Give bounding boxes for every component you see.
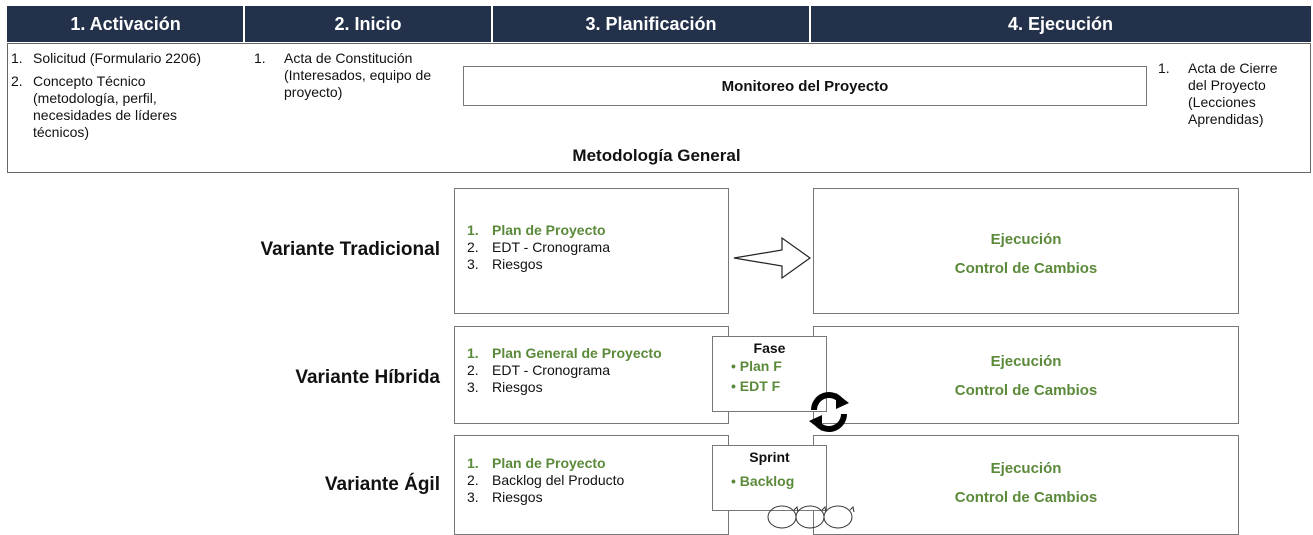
item-number: 2.: [11, 73, 23, 89]
phase-mini-item-text: EDT F: [739, 378, 781, 394]
sprint-mini-item-text: Backlog: [739, 473, 795, 489]
change-control-label: Control de Cambios: [954, 489, 1098, 506]
list-item: 2. EDT - Cronograma: [467, 239, 610, 256]
item-text: Riesgos: [492, 256, 543, 272]
list-item: 2. Backlog del Producto: [467, 472, 624, 489]
item-text: Plan de Proyecto: [492, 455, 606, 471]
phase-planning-header: 3. Planificación: [492, 6, 810, 42]
item-number: 1.: [1158, 60, 1170, 76]
phase-label: 4. Ejecución: [1007, 13, 1114, 34]
list-item: 1. Plan de Proyecto: [467, 222, 610, 239]
list-item: 1. Solicitud (Formulario 2206): [11, 50, 251, 67]
phase-mini-item: • EDT F: [731, 378, 781, 394]
item-number: 3.: [467, 379, 479, 395]
refresh-cycle-icon: [809, 392, 849, 432]
item-text: Backlog del Producto: [492, 472, 625, 488]
item-number: 3.: [467, 489, 479, 505]
phase-execution-header: 4. Ejecución: [810, 6, 1311, 42]
list-item: 3. Riesgos: [467, 256, 610, 273]
item-number: 1.: [11, 50, 23, 66]
traditional-execution-box: Ejecución Control de Cambios: [813, 188, 1239, 314]
execution-label: Ejecución: [990, 353, 1062, 370]
agile-plan-box: 1. Plan de Proyecto 2. Backlog del Product…: [454, 435, 729, 535]
item-text: Plan General de Proyecto: [492, 345, 662, 361]
list-item: 2. EDT - Cronograma: [467, 362, 662, 379]
variant-agile-label: Variante Ágil: [324, 474, 440, 495]
item-number: 2.: [467, 362, 479, 378]
item-number: 1.: [467, 345, 479, 361]
item-number: 1.: [467, 455, 479, 471]
change-control-label: Control de Cambios: [954, 382, 1098, 399]
phase-start-header: 2. Inicio: [244, 6, 492, 42]
list-item: 1. Plan de Proyecto: [467, 455, 624, 472]
list-item: 1. Plan General de Proyecto: [467, 345, 662, 362]
general-methodology-box: [7, 43, 1311, 173]
hollow-right-arrow-icon: [733, 236, 812, 280]
item-number: 1.: [467, 222, 479, 238]
start-list: 1. Acta de Constitución (Interesados, equ…: [254, 50, 466, 101]
hybrid-plan-list: 1. Plan General de Proyecto 2. EDT - Crono…: [467, 345, 662, 396]
hybrid-execution-box: Ejecución Control de Cambios: [813, 326, 1239, 424]
phase-label: 3. Planificación: [585, 13, 717, 34]
execution-label: Ejecución: [990, 231, 1062, 248]
sprint-mini-item: • Backlog: [731, 473, 795, 489]
project-monitoring-box: Monitoreo del Proyecto: [463, 66, 1147, 106]
item-text: Solicitud (Formulario 2206): [33, 50, 202, 66]
phase-mini-title: Fase: [753, 340, 786, 356]
hybrid-plan-box: 1. Plan General de Proyecto 2. EDT - Crono…: [454, 326, 729, 424]
item-text: Acta de Constitución (Interesados, equip…: [284, 50, 432, 100]
list-item: 2. Concepto Técnico (metodología, perfil,…: [11, 73, 251, 141]
change-control-label: Control de Cambios: [954, 260, 1098, 277]
traditional-plan-box: 1. Plan de Proyecto 2. EDT - Cronograma 3.…: [454, 188, 729, 314]
phase-label: 1. Activación: [70, 13, 181, 34]
list-item: 1. Acta de Constitución (Interesados, equ…: [254, 50, 466, 101]
phase-activation-header: 1. Activación: [7, 6, 244, 42]
item-text: Acta de Cierre del Proyecto (Lecciones A…: [1188, 60, 1278, 127]
phase-mini-item-text: Plan F: [739, 358, 782, 374]
item-text: EDT - Cronograma: [492, 239, 611, 255]
agile-execution-box: Ejecución Control de Cambios: [813, 435, 1239, 535]
general-methodology-title: Metodología General: [572, 146, 741, 165]
closing-list: 1. Acta de Cierre del Proyecto (Lecciones…: [1158, 60, 1308, 128]
agile-plan-list: 1. Plan de Proyecto 2. Backlog del Product…: [467, 455, 624, 506]
item-number: 2.: [467, 472, 479, 488]
activation-list: 1. Solicitud (Formulario 2206) 2. Concepto…: [11, 50, 251, 141]
item-number: 2.: [467, 239, 479, 255]
execution-label: Ejecución: [990, 460, 1062, 477]
sprint-mini-title: Sprint: [749, 449, 790, 465]
monitoring-label: Monitoreo del Proyecto: [721, 77, 889, 95]
sprint-loop-icon: [767, 505, 855, 529]
phase-mini-box: Fase • Plan F • EDT F: [712, 336, 827, 412]
phase-label: 2. Inicio: [334, 13, 402, 34]
variant-traditional-label: Variante Tradicional: [260, 239, 440, 260]
item-text: Riesgos: [492, 379, 543, 395]
phase-divider: [243, 6, 245, 42]
phase-divider: [491, 6, 493, 42]
list-item: 3. Riesgos: [467, 489, 624, 506]
sprint-mini-box: Sprint • Backlog: [712, 445, 827, 511]
item-number: 3.: [467, 256, 479, 272]
item-text: Plan de Proyecto: [492, 222, 606, 238]
traditional-plan-list: 1. Plan de Proyecto 2. EDT - Cronograma 3.…: [467, 222, 610, 273]
item-number: 1.: [254, 50, 266, 66]
list-item: 1. Acta de Cierre del Proyecto (Lecciones…: [1158, 60, 1308, 128]
phase-divider: [809, 6, 811, 42]
item-text: EDT - Cronograma: [492, 362, 611, 378]
list-item: 3. Riesgos: [467, 379, 662, 396]
item-text: Concepto Técnico (metodología, perfil, n…: [33, 73, 177, 140]
item-text: Riesgos: [492, 489, 543, 505]
phase-mini-item: • Plan F: [731, 358, 782, 374]
variant-hybrid-label: Variante Híbrida: [295, 367, 440, 388]
